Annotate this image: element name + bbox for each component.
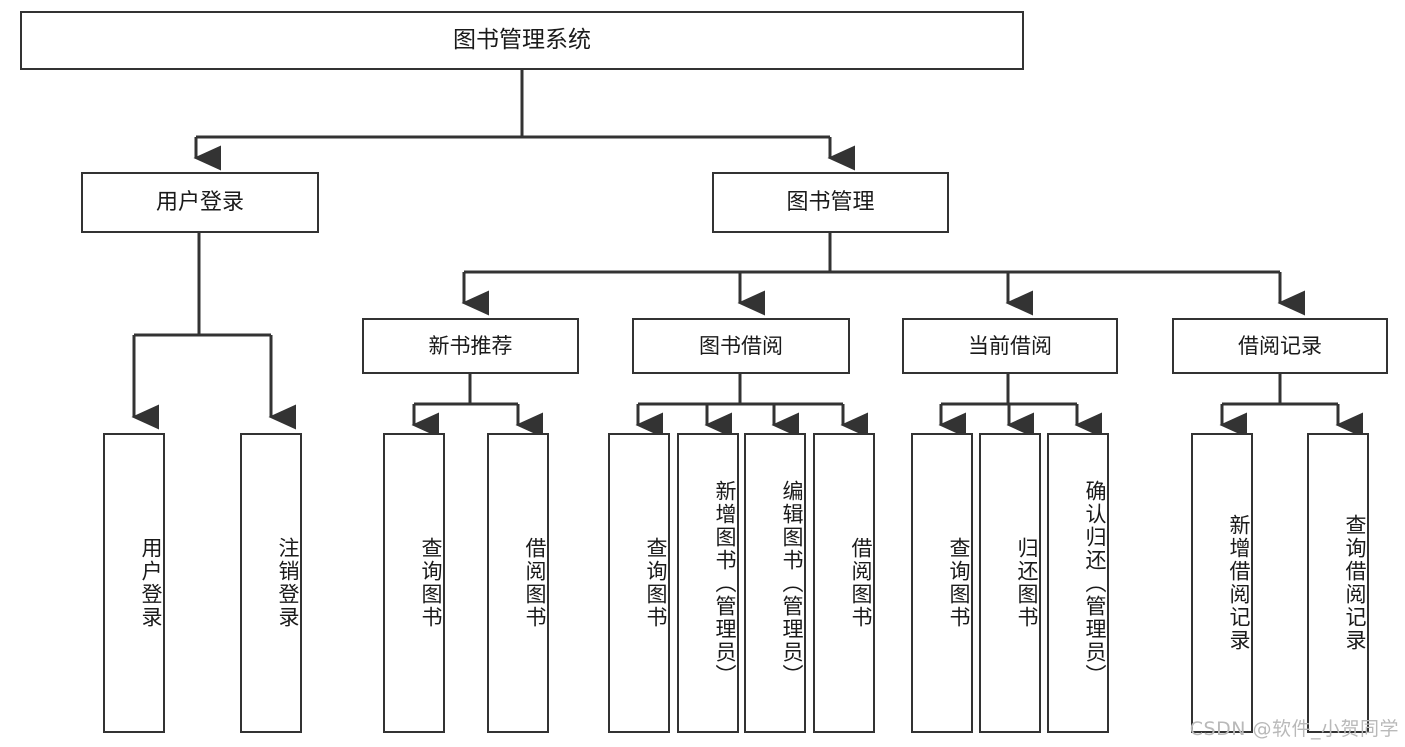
node-leaf-borrow-book-2-label: 借阅图书 [849, 537, 873, 629]
node-borrow-record-label: 借阅记录 [1238, 333, 1322, 358]
node-leaf-confirm-return-label: 确认归还（管理员） [1083, 479, 1107, 687]
node-current-borrow-label: 当前借阅 [968, 333, 1052, 358]
node-leaf-add-book-label: 新增图书（管理员） [713, 479, 737, 687]
node-user-login[interactable]: 用户登录 [81, 172, 319, 233]
node-leaf-query-book-2-label: 查询图书 [644, 537, 668, 629]
node-book-borrow[interactable]: 图书借阅 [632, 318, 850, 374]
node-leaf-borrow-book-1[interactable]: 借阅图书 [487, 433, 549, 733]
node-borrow-record[interactable]: 借阅记录 [1172, 318, 1388, 374]
node-leaf-return-book[interactable]: 归还图书 [979, 433, 1041, 733]
node-book-manage-label: 图书管理 [786, 189, 875, 215]
node-user-login-label: 用户登录 [155, 189, 244, 215]
node-new-book-recommend-label: 新书推荐 [428, 333, 513, 358]
node-leaf-edit-book-label: 编辑图书（管理员） [780, 479, 804, 687]
node-leaf-user-login-label: 用户登录 [139, 537, 163, 629]
node-book-manage[interactable]: 图书管理 [712, 172, 949, 233]
node-leaf-logout[interactable]: 注销登录 [240, 433, 302, 733]
node-leaf-logout-label: 注销登录 [276, 537, 300, 629]
node-leaf-query-record[interactable]: 查询借阅记录 [1307, 433, 1369, 733]
node-leaf-query-book-1-label: 查询图书 [419, 537, 443, 629]
node-root-label: 图书管理系统 [453, 26, 591, 53]
node-new-book-recommend[interactable]: 新书推荐 [362, 318, 579, 374]
node-leaf-borrow-book-1-label: 借阅图书 [523, 537, 547, 629]
node-leaf-add-book[interactable]: 新增图书（管理员） [677, 433, 739, 733]
node-leaf-confirm-return[interactable]: 确认归还（管理员） [1047, 433, 1109, 733]
node-leaf-query-book-2[interactable]: 查询图书 [608, 433, 670, 733]
node-leaf-query-book-3-label: 查询图书 [947, 537, 971, 629]
node-leaf-query-book-1[interactable]: 查询图书 [383, 433, 445, 733]
node-current-borrow[interactable]: 当前借阅 [902, 318, 1118, 374]
node-book-borrow-label: 图书借阅 [699, 333, 783, 358]
node-leaf-edit-book[interactable]: 编辑图书（管理员） [744, 433, 806, 733]
node-root[interactable]: 图书管理系统 [20, 11, 1024, 70]
node-leaf-add-record-label: 新增借阅记录 [1227, 514, 1251, 652]
node-leaf-user-login[interactable]: 用户登录 [103, 433, 165, 733]
watermark: CSDN @软件_小贺同学 [1189, 718, 1399, 740]
node-leaf-query-record-label: 查询借阅记录 [1343, 514, 1367, 652]
node-leaf-borrow-book-2[interactable]: 借阅图书 [813, 433, 875, 733]
node-leaf-return-book-label: 归还图书 [1015, 537, 1039, 629]
node-leaf-add-record[interactable]: 新增借阅记录 [1191, 433, 1253, 733]
node-leaf-query-book-3[interactable]: 查询图书 [911, 433, 973, 733]
